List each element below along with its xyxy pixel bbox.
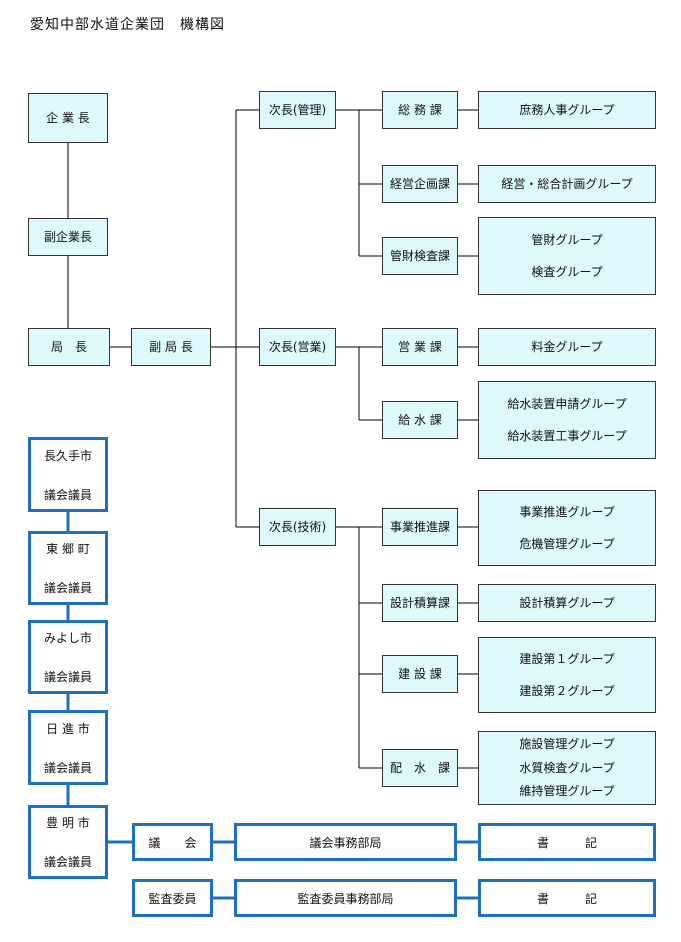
council-city-label: 東 郷 町 — [46, 542, 90, 556]
shoki-label: 書 記 — [536, 835, 597, 850]
section-jigyo-suishin-label: 事業推進課 — [389, 519, 450, 534]
gikai-jimukyoku-box: 議会事務部局 — [234, 823, 457, 861]
section-somu-label: 総 務 課 — [398, 102, 442, 117]
deputy-kanri-label: 次長(管理) — [268, 102, 327, 117]
section-kanzai-kensa-box: 管財検査課 — [382, 237, 458, 275]
group-haisui-box: 施設管理グループ 水質検査グループ 維持管理グループ — [478, 731, 656, 805]
council-member-box: 日 進 市 議会議員 — [28, 710, 108, 785]
group-shisetsu-kanri-label: 施設管理グループ — [519, 737, 615, 752]
shoki-label: 書 記 — [536, 891, 597, 906]
group-jigyo-kiki-box: 事業推進グループ 危機管理グループ — [478, 490, 656, 566]
group-shomu-jinji-label: 庶務人事グループ — [519, 102, 615, 117]
fuku-kigyocho-label: 副企業長 — [43, 229, 92, 244]
council-role-label: 議会議員 — [43, 855, 92, 869]
section-kyusui-box: 給 水 課 — [382, 401, 458, 439]
section-kensetsu-box: 建 設 課 — [382, 655, 458, 693]
shoki-box: 書 記 — [478, 823, 656, 861]
group-kensetsu-2-label: 建設第２グループ — [519, 684, 615, 698]
group-kensa-label: 検査グループ — [531, 265, 603, 279]
council-role-label: 議会議員 — [43, 760, 92, 775]
kansa-jimukyoku-box: 監査委員事務部局 — [234, 879, 457, 917]
section-haisui-box: 配 水 課 — [382, 749, 458, 787]
section-eigyo-label: 営 業 課 — [398, 339, 442, 354]
fuku-kigyocho-box: 副企業長 — [28, 218, 108, 256]
group-keiei-sogo-label: 経営・総合計画グループ — [501, 176, 633, 191]
gikai-jimukyoku-label: 議会事務部局 — [309, 835, 382, 850]
council-role-label: 議会議員 — [43, 670, 92, 684]
section-kanzai-kensa-label: 管財検査課 — [389, 248, 450, 263]
group-kyusui-shinsei-label: 給水装置申請グループ — [507, 396, 627, 411]
section-kyusui-label: 給 水 課 — [398, 412, 442, 427]
kigyocho-label: 企 業 長 — [46, 110, 90, 125]
council-role-label: 議会議員 — [43, 581, 92, 595]
page-title: 愛知中部水道企業団 機構図 — [30, 17, 225, 33]
council-member-box: 東 郷 町 議会議員 — [28, 531, 108, 605]
kyokucho-label: 局 長 — [50, 339, 87, 354]
group-shomu-jinji-box: 庶務人事グループ — [478, 91, 656, 129]
kansa-iin-label: 監査委員 — [148, 891, 197, 906]
deputy-kanri-box: 次長(管理) — [259, 91, 336, 129]
section-haisui-label: 配 水 課 — [389, 760, 450, 775]
section-sekkei-sekisan-label: 設計積算課 — [389, 595, 450, 610]
group-kanzai-kensa-box: 管財グループ 検査グループ — [478, 217, 656, 295]
group-iji-kanri-label: 維持管理グループ — [519, 784, 615, 799]
gikai-box: 議 会 — [132, 823, 213, 861]
section-eigyo-box: 営 業 課 — [382, 328, 458, 366]
group-kyusui-koji-label: 給水装置工事グループ — [507, 429, 627, 443]
fuku-kyokucho-label: 副 局 長 — [149, 339, 193, 354]
group-ryokin-label: 料金グループ — [531, 339, 603, 354]
group-sekkei-sekisan-label: 設計積算グループ — [519, 595, 615, 610]
section-keiei-kikaku-label: 経営企画課 — [389, 176, 450, 191]
group-kyusui-box: 給水装置申請グループ 給水装置工事グループ — [478, 381, 656, 459]
council-city-label: 日 進 市 — [46, 721, 90, 736]
section-keiei-kikaku-box: 経営企画課 — [382, 165, 458, 203]
deputy-eigyo-label: 次長(営業) — [268, 339, 327, 354]
section-somu-box: 総 務 課 — [382, 91, 458, 129]
group-kensetsu-box: 建設第１グループ 建設第２グループ — [478, 637, 656, 713]
group-jigyo-suishin-label: 事業推進グループ — [519, 504, 615, 519]
council-city-label: 長久手市 — [43, 448, 92, 463]
kansa-jimukyoku-label: 監査委員事務部局 — [297, 891, 394, 906]
group-keiei-sogo-box: 経営・総合計画グループ — [478, 165, 656, 203]
kyokucho-box: 局 長 — [28, 328, 110, 366]
group-kiki-kanri-label: 危機管理グループ — [519, 537, 615, 551]
deputy-eigyo-box: 次長(営業) — [259, 328, 336, 366]
council-city-label: 豊 明 市 — [46, 816, 90, 830]
deputy-gijutsu-label: 次長(技術) — [268, 519, 327, 534]
group-ryokin-box: 料金グループ — [478, 328, 656, 366]
council-city-label: みよし市 — [43, 631, 92, 645]
group-kensetsu-1-label: 建設第１グループ — [519, 651, 615, 666]
kigyocho-box: 企 業 長 — [28, 93, 108, 143]
council-member-box: 長久手市 議会議員 — [28, 437, 108, 512]
group-sekkei-sekisan-box: 設計積算グループ — [478, 584, 656, 622]
shoki-box: 書 記 — [478, 879, 656, 917]
gikai-label: 議 会 — [148, 835, 197, 850]
council-role-label: 議会議員 — [43, 487, 92, 502]
kansa-iin-box: 監査委員 — [132, 879, 213, 917]
fuku-kyokucho-box: 副 局 長 — [131, 328, 211, 366]
council-member-box: みよし市 議会議員 — [28, 620, 108, 694]
section-kensetsu-label: 建 設 課 — [398, 666, 442, 681]
deputy-gijutsu-box: 次長(技術) — [259, 508, 336, 546]
group-kanzai-label: 管財グループ — [531, 232, 603, 247]
council-member-box: 豊 明 市 議会議員 — [28, 805, 108, 879]
section-sekkei-sekisan-box: 設計積算課 — [382, 584, 458, 622]
group-suishitsu-kensa-label: 水質検査グループ — [519, 760, 615, 775]
section-jigyo-suishin-box: 事業推進課 — [382, 508, 458, 546]
